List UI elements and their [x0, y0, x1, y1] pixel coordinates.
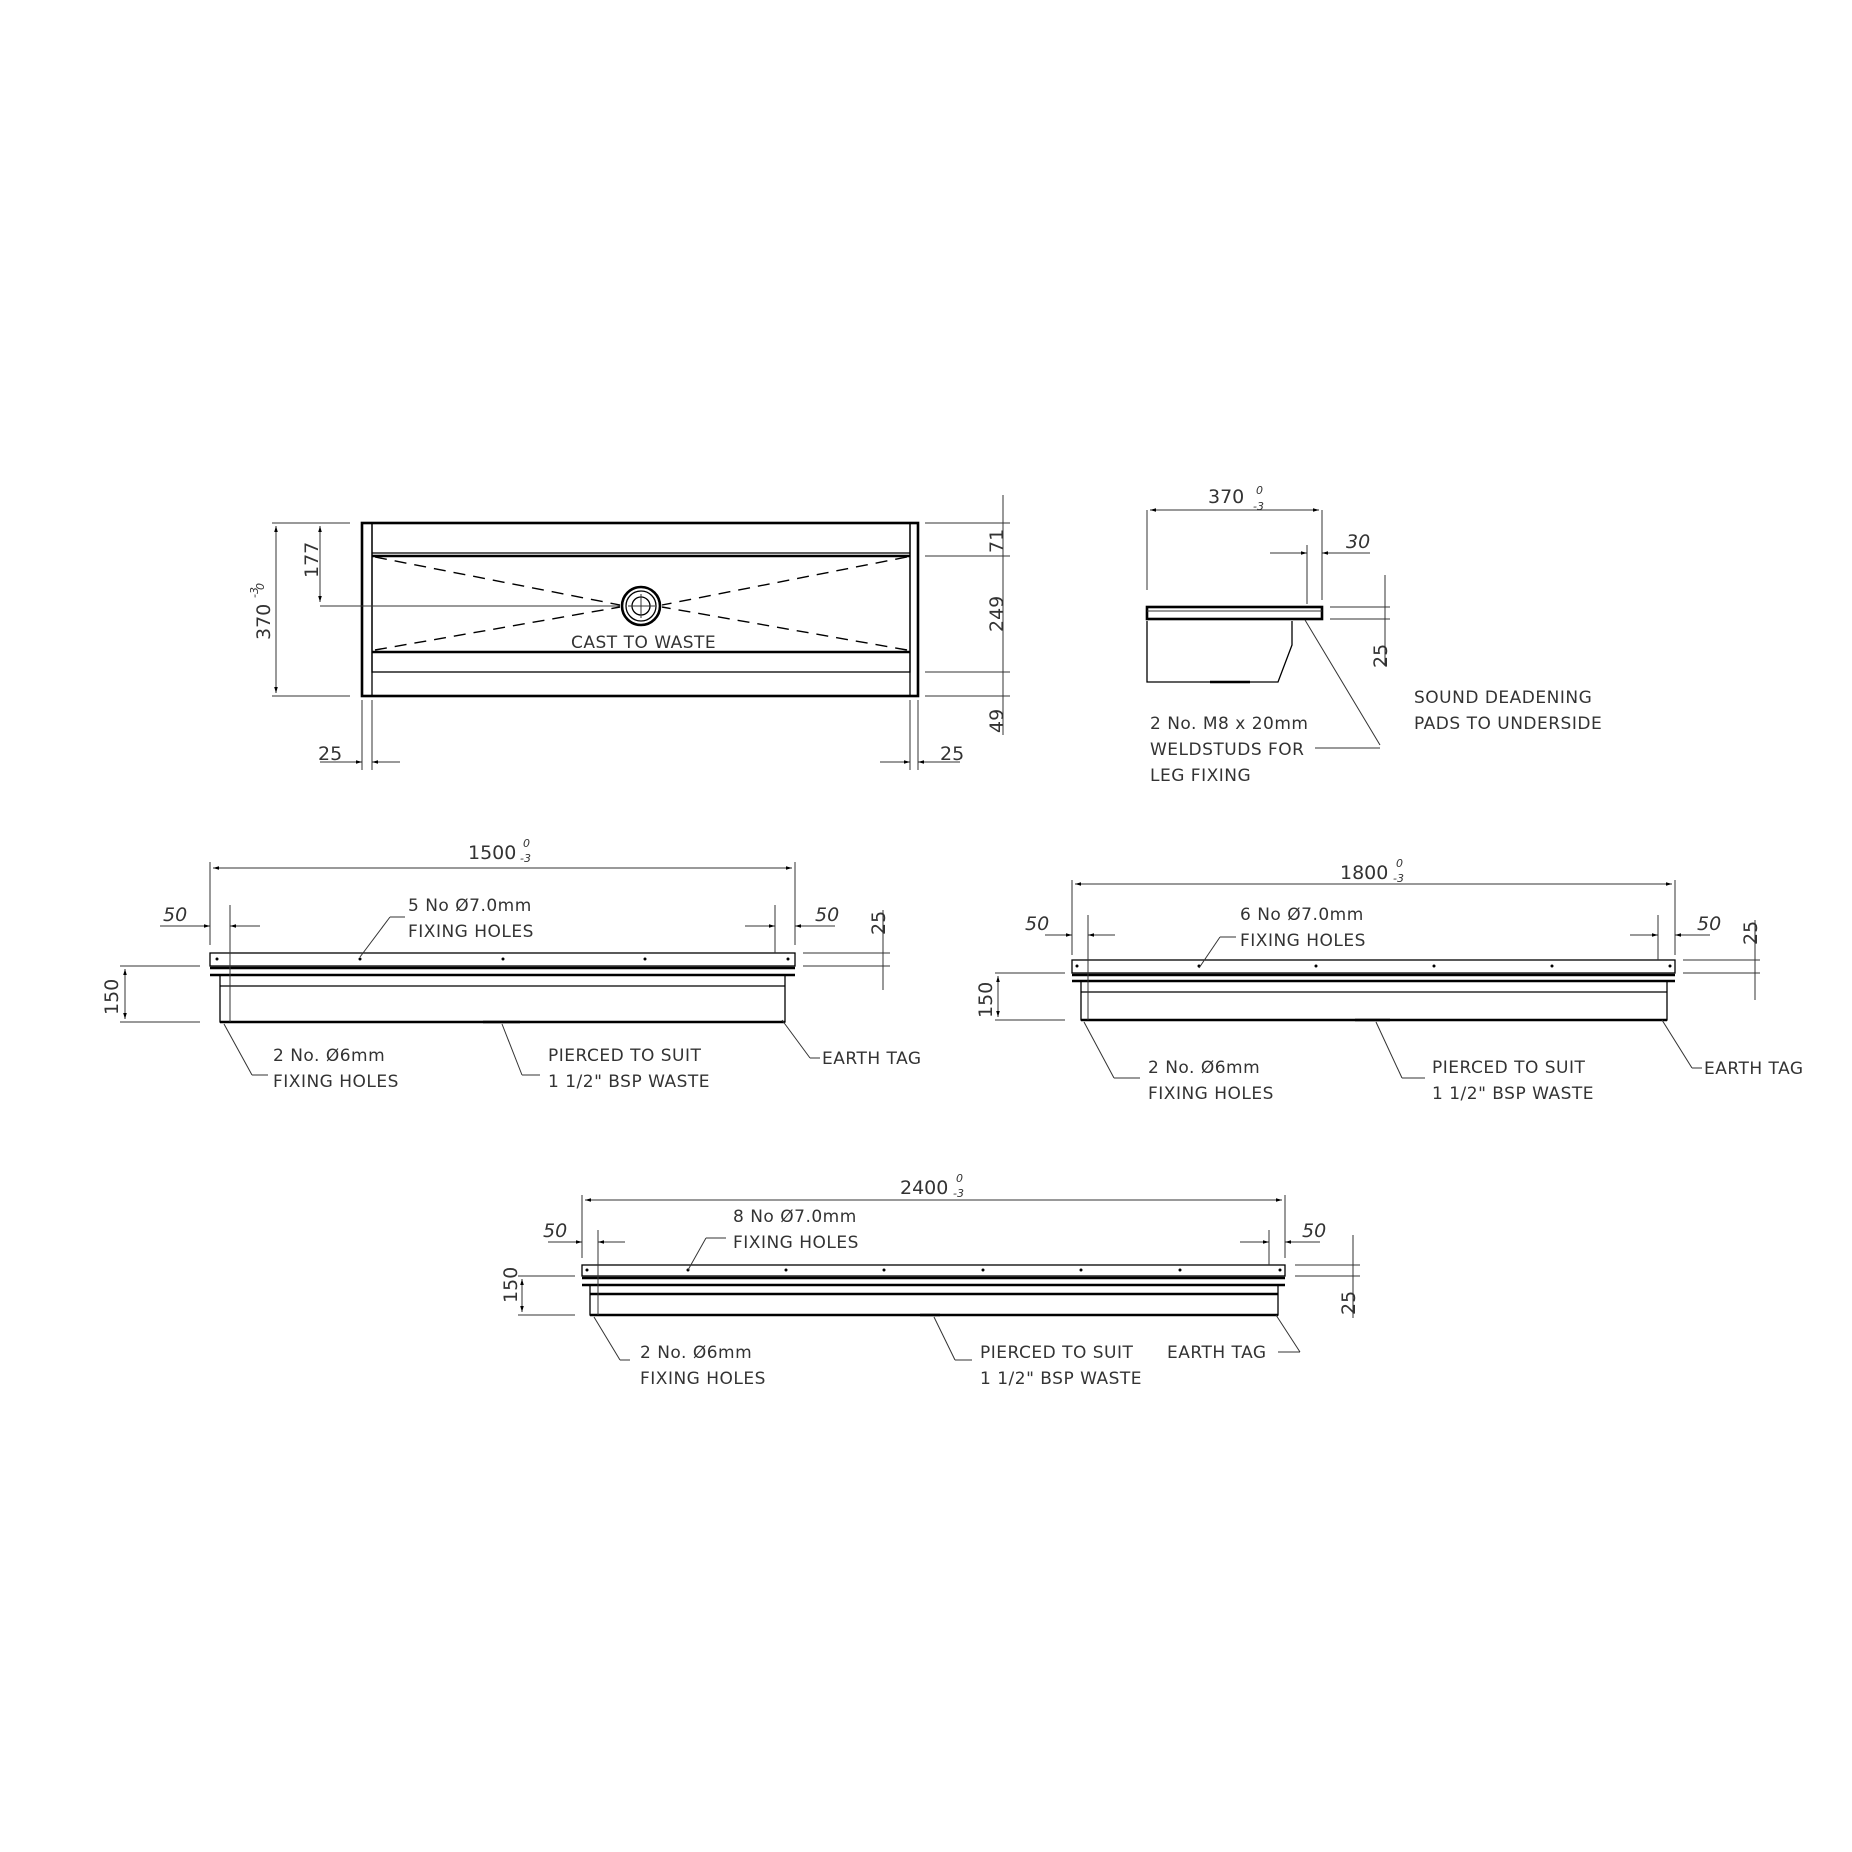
pads-note-2: PADS TO UNDERSIDE	[1414, 714, 1602, 734]
end-holes-note-1: 2 No. Ø6mm	[273, 1046, 385, 1066]
svg-text:0: 0	[1396, 857, 1403, 870]
weldstud-note-3: LEG FIXING	[1150, 766, 1251, 786]
svg-text:0: 0	[956, 1172, 963, 1185]
svg-text:0: 0	[254, 583, 267, 590]
top-holes-note-2: FIXING HOLES	[408, 922, 534, 942]
length-dim: 1800	[1340, 862, 1388, 884]
end-holes-note-2: FIXING HOLES	[273, 1072, 399, 1092]
svg-text:0: 0	[1256, 484, 1263, 497]
weldstud-note-1: 2 No. M8 x 20mm	[1150, 714, 1308, 734]
waste-label: CAST TO WASTE	[571, 633, 716, 653]
svg-text:-3: -3	[1393, 872, 1404, 885]
earth-tag-note: EARTH TAG	[1167, 1343, 1267, 1363]
svg-text:-3: -3	[248, 587, 261, 598]
top-holes-note-2: FIXING HOLES	[1240, 931, 1366, 951]
end-holes-note-1: 2 No. Ø6mm	[640, 1343, 752, 1363]
waste-note-2: 1 1/2" BSP WASTE	[980, 1369, 1142, 1389]
waste-note-2: 1 1/2" BSP WASTE	[1432, 1084, 1594, 1104]
length-dim: 1500	[468, 842, 516, 864]
end-holes-note-2: FIXING HOLES	[1148, 1084, 1274, 1104]
end-offset-left: 50	[543, 1220, 567, 1242]
waste-note-2: 1 1/2" BSP WASTE	[548, 1072, 710, 1092]
side-depth-dim: 370	[1208, 486, 1244, 508]
earth-tag-note: EARTH TAG	[822, 1049, 922, 1069]
pads-note-1: SOUND DEADENING	[1414, 688, 1592, 708]
top-holes-note-1: 8 No Ø7.0mm	[733, 1207, 857, 1227]
bowl-depth-dim: 249	[986, 596, 1008, 632]
height-dim: 150	[500, 1267, 522, 1303]
waste-note-1: PIERCED TO SUIT	[1432, 1058, 1585, 1078]
end-offset-right: 50	[1697, 913, 1721, 935]
back-upstand-dim: 71	[986, 529, 1008, 553]
elevation-1500: 1500 -3 0 50 50 25 150 5 No Ø7.0mm FIXIN…	[101, 837, 922, 1092]
top-holes-note-2: FIXING HOLES	[733, 1233, 859, 1253]
waste-outlet-icon	[620, 585, 662, 627]
stud-offset-dim: 30	[1346, 531, 1370, 553]
end-offset-right: 50	[815, 904, 839, 926]
end-offset-left: 50	[1025, 913, 1049, 935]
rim-dim: 25	[1740, 921, 1762, 945]
waste-offset-dim: 177	[301, 542, 323, 578]
earth-tag-note: EARTH TAG	[1704, 1059, 1804, 1079]
height-dim: 150	[975, 982, 997, 1018]
right-return-dim: 25	[940, 743, 964, 765]
side-rim-dim: 25	[1370, 644, 1392, 668]
plan-view: CAST TO WASTE 370 -3 0 177 71 249 49 25 …	[248, 495, 1010, 770]
front-lip-dim: 49	[986, 709, 1008, 733]
svg-text:0: 0	[523, 837, 530, 850]
end-holes-note-2: FIXING HOLES	[640, 1369, 766, 1389]
rim-dim: 25	[868, 911, 890, 935]
elevation-2400: 2400 -3 0 50 50 25 150 8 No Ø7.0mm FIXIN…	[500, 1172, 1360, 1389]
length-dim: 2400	[900, 1177, 948, 1199]
rim-dim: 25	[1338, 1291, 1360, 1315]
top-holes-note-1: 6 No Ø7.0mm	[1240, 905, 1364, 925]
end-offset-right: 50	[1302, 1220, 1326, 1242]
waste-note-1: PIERCED TO SUIT	[980, 1343, 1133, 1363]
svg-text:-3: -3	[520, 852, 531, 865]
elevation-1800: 1800 -3 0 50 50 25 150 6 No Ø7.0mm FIXIN…	[975, 857, 1804, 1104]
side-view: 370 -3 0 30 25 2 No. M8 x 20mm WELDSTUDS…	[1145, 484, 1602, 786]
weldstud-note-2: WELDSTUDS FOR	[1150, 740, 1305, 760]
left-return-dim: 25	[318, 743, 342, 765]
end-offset-left: 50	[163, 904, 187, 926]
height-dim: 150	[101, 979, 123, 1015]
svg-text:-3: -3	[1253, 500, 1264, 513]
waste-note-1: PIERCED TO SUIT	[548, 1046, 701, 1066]
end-holes-note-1: 2 No. Ø6mm	[1148, 1058, 1260, 1078]
svg-text:-3: -3	[953, 1187, 964, 1200]
plan-depth-dim: 370	[253, 604, 275, 640]
top-holes-note-1: 5 No Ø7.0mm	[408, 896, 532, 916]
